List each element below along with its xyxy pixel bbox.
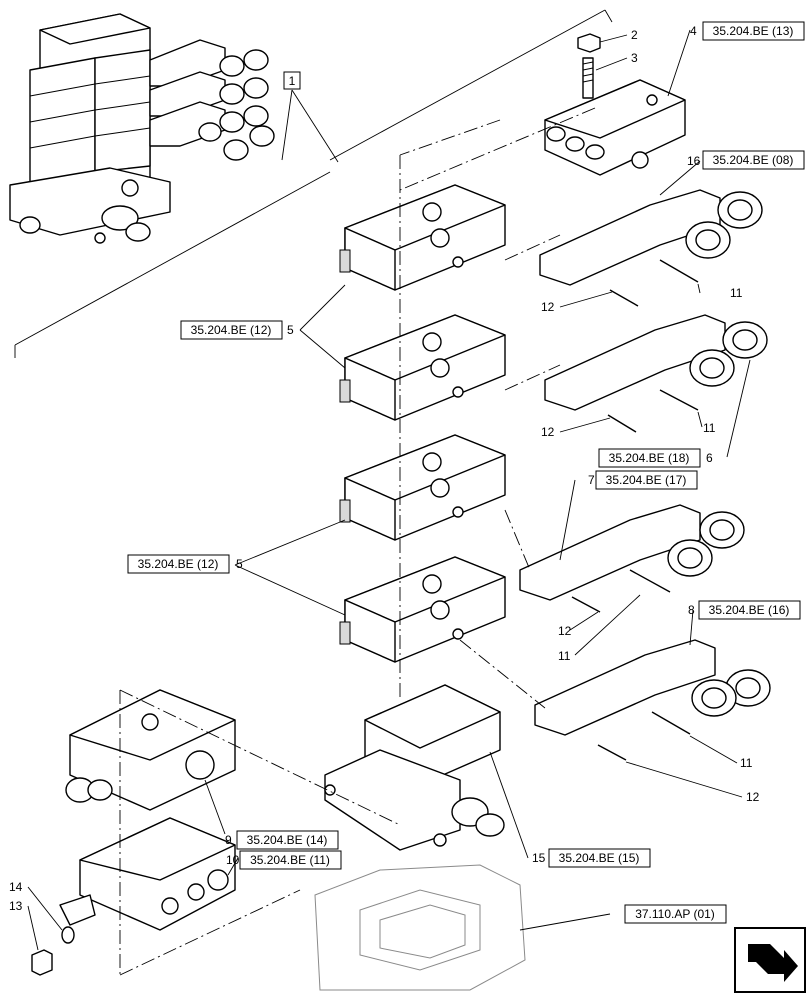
valve-section-4 xyxy=(339,556,506,663)
callout-5-upper: 5 xyxy=(287,323,294,337)
callout-12-b: 12 xyxy=(541,425,555,439)
leader-lines xyxy=(27,29,751,951)
overview-valve-assembly xyxy=(9,9,613,358)
ref-link-7[interactable]: 35.204.BE (17) xyxy=(606,473,687,487)
callout-9: 9 xyxy=(225,833,232,847)
callout-1: 1 xyxy=(289,74,296,88)
coupler-arm-8 xyxy=(534,639,771,736)
callout-12-d: 12 xyxy=(746,790,760,804)
alignment-lines xyxy=(119,107,596,976)
reference-labels[interactable]: 35.204.BE (13) 35.204.BE (08) 35.204.BE … xyxy=(127,21,805,924)
bolt-and-end-cover xyxy=(544,33,686,176)
callout-13: 13 xyxy=(9,899,23,913)
callout-8: 8 xyxy=(688,603,695,617)
ref-link-6[interactable]: 35.204.BE (18) xyxy=(609,451,690,465)
callout-4: 4 xyxy=(690,24,697,38)
valve-10 xyxy=(59,817,236,931)
valve-section-3 xyxy=(339,434,506,541)
callout-11-b: 11 xyxy=(703,421,716,435)
callout-10: 10 xyxy=(226,853,240,867)
ref-link-10[interactable]: 35.204.BE (11) xyxy=(250,853,330,867)
ref-link-15[interactable]: 35.204.BE (15) xyxy=(559,851,640,865)
ref-link-37[interactable]: 37.110.AP (01) xyxy=(635,907,715,921)
callout-numbers: 1 2 3 4 16 5 5 6 7 8 9 10 15 11 11 11 11… xyxy=(9,24,760,913)
valve-section-1 xyxy=(339,184,506,291)
callout-11-d: 11 xyxy=(740,756,753,770)
callout-7: 7 xyxy=(588,473,595,487)
callout-16: 16 xyxy=(687,154,701,168)
callout-5-lower: 5 xyxy=(236,557,243,571)
callout-12-a: 12 xyxy=(541,300,555,314)
callout-11-a: 11 xyxy=(730,286,743,300)
valve-section-2 xyxy=(339,314,506,421)
callout-3: 3 xyxy=(631,51,638,65)
callout-12-c: 12 xyxy=(558,624,572,638)
ref-link-5-lower[interactable]: 35.204.BE (12) xyxy=(138,557,219,571)
callout-14: 14 xyxy=(9,880,23,894)
ref-link-16[interactable]: 35.204.BE (08) xyxy=(713,153,794,167)
housing-outline xyxy=(314,864,526,991)
callout-11-c: 11 xyxy=(558,649,571,663)
valve-9 xyxy=(65,689,236,811)
ref-link-4[interactable]: 35.204.BE (13) xyxy=(713,24,794,38)
callout-2: 2 xyxy=(631,28,638,42)
fitting-13-14 xyxy=(31,926,75,976)
inlet-block-15 xyxy=(324,684,505,851)
coupler-arm-6 xyxy=(544,314,768,411)
callout-15: 15 xyxy=(532,851,546,865)
ref-link-5-upper[interactable]: 35.204.BE (12) xyxy=(191,323,272,337)
coupler-arm-7 xyxy=(519,504,745,601)
coupler-arm-16 xyxy=(539,189,763,286)
callout-6: 6 xyxy=(706,451,713,465)
ref-link-9[interactable]: 35.204.BE (14) xyxy=(247,833,328,847)
next-page-arrow-icon[interactable] xyxy=(734,927,806,993)
ref-link-8[interactable]: 35.204.BE (16) xyxy=(709,603,790,617)
screws xyxy=(571,259,699,761)
